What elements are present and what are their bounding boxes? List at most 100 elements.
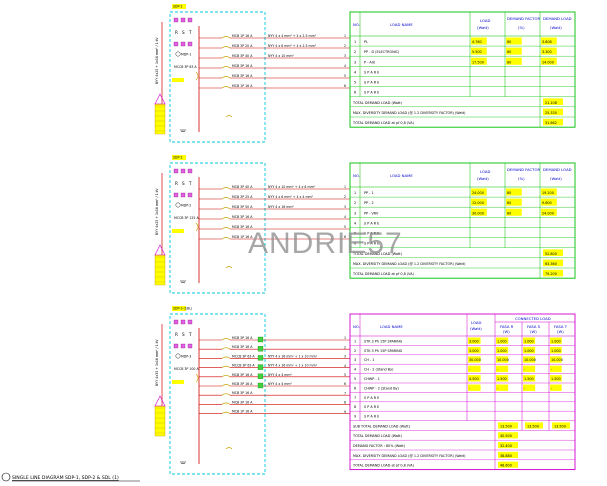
- main-breaker-rating-bg: [172, 380, 184, 384]
- row-value-r: 1.500: [497, 377, 507, 381]
- summary-value: 48.600: [500, 464, 512, 468]
- summary-value: 21.108: [545, 101, 557, 105]
- circuit-breaker-label: MCB 3P 40 A: [232, 54, 253, 58]
- header-no: NO.: [353, 324, 360, 329]
- circuit-breaker-label: MCB 3P 16 A: [232, 74, 253, 78]
- value-cell-highlight: [550, 356, 562, 363]
- header-load-name: LOAD NAME: [390, 173, 413, 178]
- row-value-load: 12.000: [472, 201, 484, 205]
- row-value-load: 30.000: [472, 211, 484, 215]
- watermark: ANDRIE57: [248, 227, 403, 260]
- value-cell-highlight: [550, 346, 562, 354]
- circuit-breaker-icon: [221, 338, 231, 341]
- header-load-unit: (Watt): [477, 25, 489, 30]
- circuit-number: 1: [344, 34, 346, 38]
- pilot-lamp-icon: [173, 168, 179, 174]
- header-load-unit: (Watt): [477, 176, 489, 181]
- circuit-breaker-icon: [221, 374, 231, 378]
- circuit-number: 3: [344, 355, 346, 359]
- header-no: NO.: [353, 173, 360, 178]
- circuit-breaker-label: MCB 1P 16 A: [232, 84, 253, 88]
- panel-enclosure: [169, 313, 266, 475]
- header-demand-factor-unit: (%): [518, 176, 525, 181]
- main-breaker-label: MCCB 3P 125 A: [174, 216, 199, 220]
- row-value-dl: 14.000: [542, 60, 554, 64]
- value-cell-highlight: [496, 384, 509, 391]
- value-cell-highlight: [523, 384, 536, 391]
- circuit-breaker-icon: [221, 46, 231, 49]
- row-no: 4: [354, 221, 356, 225]
- row-load-name: S P A R E: [364, 91, 379, 95]
- value-cell-highlight: [523, 375, 536, 382]
- row-value-s: 10.000: [524, 358, 536, 362]
- pilot-lamp-icon: [187, 319, 193, 325]
- circuit-breaker-label: MCB 1P 16 A: [232, 410, 253, 414]
- circuit-breaker-label: MCB 3P 40 A: [232, 185, 253, 189]
- panel-tag-bg: [172, 306, 186, 311]
- circuit-cable-label: NYY 4 x 4 mm² + 4 x 2.5 mm²: [268, 34, 317, 38]
- contactor-icon: [257, 336, 264, 343]
- header-unit: (W): [530, 329, 537, 334]
- phase-indicator-icon: [173, 192, 179, 198]
- riser-cable-label: NYY 4x35 + 1x16 mm² / 1 kV: [155, 339, 159, 386]
- row-no: 9: [354, 415, 356, 419]
- summary-value-highlight: [498, 442, 518, 449]
- circuit-breaker-icon: [221, 66, 231, 69]
- summary-value: 79.200: [545, 272, 557, 276]
- value-cell-highlight: [496, 365, 509, 373]
- row-value-load: -: [469, 386, 471, 390]
- phase-label-s: S: [182, 30, 185, 35]
- summary-label: SUB TOTAL DEMAND LOAD (Watt): [353, 424, 411, 428]
- circuit-breaker-label: MCB 3P 20 A: [232, 44, 253, 48]
- value-cell-highlight: [550, 384, 562, 391]
- value-cell-highlight: [506, 188, 522, 196]
- circuit-breaker-icon: [221, 393, 231, 396]
- circuit-number: 2: [344, 195, 346, 199]
- pilot-lamp-icon: [187, 17, 193, 23]
- panel-tag: SDP-2: [173, 156, 183, 160]
- contactor-icon: [257, 355, 264, 361]
- summary-phase-s: 13.500: [527, 424, 539, 428]
- row-value-t: -: [551, 368, 553, 372]
- row-value-s: 1.000: [524, 349, 534, 353]
- header-phase-r: FASA R: [500, 324, 514, 329]
- circuit-number: 9: [344, 410, 346, 414]
- row-value-load: 3.000: [469, 349, 479, 353]
- value-cell-highlight: [468, 346, 481, 354]
- value-cell-highlight: [506, 47, 522, 55]
- row-load-name: S P A R E: [364, 405, 379, 409]
- circuit-number: 6: [344, 84, 346, 88]
- circuit-number: 4: [344, 64, 346, 68]
- main-breaker-icon: [195, 373, 199, 383]
- value-cell-highlight: [471, 198, 487, 206]
- summary-value: 40.500: [500, 434, 512, 438]
- meter-icon: [175, 202, 181, 208]
- row-load-name: PP - D (ELECTRONIC): [364, 50, 400, 54]
- row-no: 5: [354, 232, 356, 236]
- row-value-load: -: [469, 368, 471, 372]
- phase-indicator-icon: [180, 41, 186, 47]
- circuit-breaker-icon: [221, 187, 231, 190]
- row-value-df: 80: [507, 40, 511, 44]
- header-unit: (W): [503, 329, 510, 334]
- row-no: 5: [354, 377, 356, 381]
- circuit-number: 1: [344, 336, 346, 340]
- circuit-breaker-label: MCB 3P 16 A: [232, 336, 253, 340]
- summary-label: MAX. DIVERSITY DEMAND LOAD (@ 1.2 DIVERS…: [353, 454, 466, 458]
- circuit-cable-label: NYY 4 x 10 mm² + 4 x 6 mm²: [268, 185, 316, 189]
- phase-label-r: R: [175, 30, 178, 35]
- title-bubble-icon: [1, 472, 11, 482]
- header-phase-s: FASA S: [527, 324, 541, 329]
- row-value-df: 80: [507, 191, 511, 195]
- phase-indicator-icon: [180, 192, 186, 198]
- feeder-block: [154, 254, 166, 286]
- summary-value-highlight: [498, 432, 518, 439]
- circuit-breaker-label: MCB 3P 50 A: [232, 205, 253, 209]
- row-value-t: 1.000: [551, 349, 561, 353]
- contactor-icon: [257, 382, 264, 389]
- header-demand-load: DEMAND LOAD: [543, 16, 572, 21]
- circuit-number: 4: [344, 215, 346, 219]
